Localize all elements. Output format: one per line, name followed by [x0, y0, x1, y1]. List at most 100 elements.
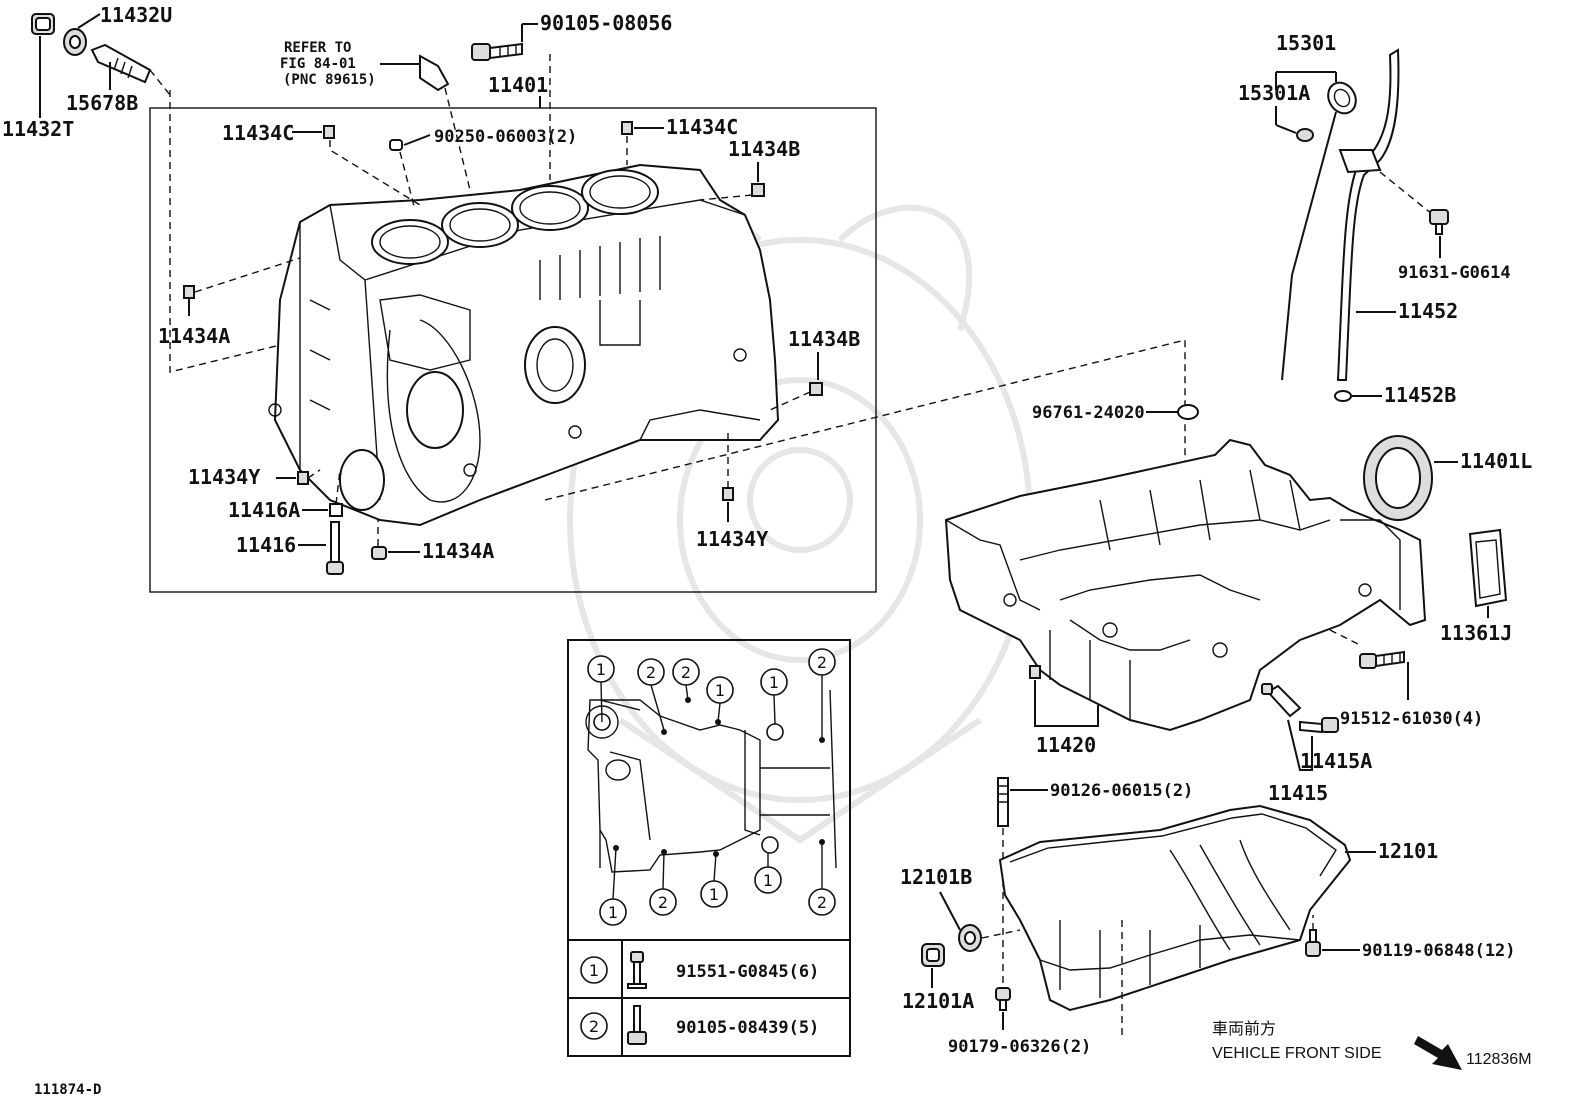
- part-11361J-cover: [1468, 528, 1508, 608]
- label-11432T: 11432T: [2, 117, 74, 141]
- label-91631-G0614: 91631-G0614: [1398, 263, 1511, 283]
- cylinder-block-frame: [149, 107, 877, 593]
- reference-note-line2: FIG 84-01: [280, 56, 356, 72]
- cylinder-block-illustration: [268, 163, 780, 527]
- reference-note: REFER TO FIG 84-01 (PNC 89615): [280, 40, 376, 88]
- svg-text:1: 1: [769, 673, 779, 692]
- label-11415A: 11415A: [1300, 749, 1372, 773]
- label-11432U: 11432U: [100, 3, 172, 27]
- part-90126-06015-stud: [997, 777, 1009, 827]
- part-11432U-gasket: [63, 28, 87, 56]
- svg-text:1: 1: [596, 660, 606, 679]
- part-11416-stud: [326, 521, 344, 575]
- label-15678B: 15678B: [66, 91, 138, 115]
- label-11434B-top: 11434B: [728, 137, 800, 161]
- label-11434A-left: 11434A: [158, 324, 230, 348]
- reference-note-line3: (PNC 89615): [283, 72, 376, 88]
- label-11452: 11452: [1398, 299, 1458, 323]
- orientation-japanese: 車両前方: [1212, 1020, 1276, 1038]
- legend-bolt-90105-08439: [627, 1005, 647, 1045]
- label-11434A-bottom: 11434A: [422, 539, 494, 563]
- label-11434Y-bottom: 11434Y: [696, 527, 768, 551]
- label-90126-06015: 90126-06015(2): [1050, 781, 1193, 801]
- part-11452B-oring: [1334, 390, 1352, 402]
- part-11401L-oil-seal: [1363, 435, 1433, 521]
- part-90250-06003-pin: [389, 139, 403, 151]
- bolt-pattern-inset: 1 2 2 1 1 2 1 2 1 1 2 1: [567, 639, 851, 1057]
- svg-text:2: 2: [658, 893, 668, 912]
- label-11416A: 11416A: [228, 498, 300, 522]
- svg-text:1: 1: [589, 961, 599, 980]
- part-12101A-drain-plug: [921, 943, 945, 967]
- label-11452B: 11452B: [1384, 383, 1456, 407]
- part-91631-G0614-bolt: [1429, 209, 1449, 235]
- label-12101: 12101: [1378, 839, 1438, 863]
- part-11415-union: [1261, 683, 1302, 718]
- label-11415: 11415: [1268, 781, 1328, 805]
- label-96761-24020: 96761-24020: [1032, 403, 1145, 423]
- part-11416A-washer: [329, 503, 343, 517]
- label-11434C-right: 11434C: [666, 115, 738, 139]
- label-12101B: 12101B: [900, 865, 972, 889]
- part-11434Y-left-plug: [297, 471, 309, 485]
- label-90179-06326: 90179-06326(2): [948, 1037, 1091, 1057]
- part-11434C-left-plug: [323, 125, 335, 139]
- part-11434A-bottom-plug: [371, 546, 387, 560]
- part-11452-guide: [1336, 48, 1400, 381]
- part-96761-24020-oring: [1177, 404, 1199, 420]
- part-11415A-plug: [1299, 717, 1339, 734]
- label-11361J: 11361J: [1440, 621, 1512, 645]
- label-91512-61030: 91512-61030(4): [1340, 709, 1483, 729]
- svg-text:1: 1: [709, 885, 719, 904]
- part-91512-61030-bolt: [1359, 650, 1405, 669]
- label-15301: 15301: [1276, 31, 1336, 55]
- part-11432T-plug: [31, 13, 55, 35]
- diagram-code: 111874-D: [34, 1082, 101, 1098]
- part-90179-06326-nut: [995, 987, 1011, 1011]
- part-90105-08056-bolt: [471, 42, 523, 61]
- svg-text:2: 2: [817, 893, 827, 912]
- svg-text:1: 1: [763, 871, 773, 890]
- part-15678B-union: [90, 43, 152, 84]
- svg-text:2: 2: [589, 1017, 599, 1036]
- label-11401L: 11401L: [1460, 449, 1532, 473]
- reference-note-line1: REFER TO: [284, 40, 351, 56]
- part-12101-oil-pan: [998, 804, 1352, 1012]
- part-oil-pressure-sensor: [419, 54, 450, 92]
- legend-marker-2: [580, 1012, 608, 1040]
- part-11434B-mid-plug: [809, 382, 823, 396]
- legend-bolt-91551-G0845: [627, 951, 647, 989]
- label-12101A: 12101A: [902, 989, 974, 1013]
- part-11420-oil-pan-upper: [944, 438, 1427, 732]
- label-90105-08056: 90105-08056: [540, 11, 672, 35]
- part-11420-plug: [1029, 665, 1041, 679]
- label-11420: 11420: [1036, 733, 1096, 757]
- svg-text:2: 2: [646, 663, 656, 682]
- label-11434Y-left: 11434Y: [188, 465, 260, 489]
- part-11434C-right-plug: [621, 121, 633, 135]
- label-11416: 11416: [236, 533, 296, 557]
- legend-label-91551-G0845: 91551-G0845(6): [676, 962, 819, 982]
- legend-marker-1: [580, 956, 608, 984]
- label-90119-06848: 90119-06848(12): [1362, 941, 1516, 961]
- part-11434B-top-plug: [751, 183, 765, 197]
- label-11434C-left: 11434C: [222, 121, 294, 145]
- part-15301A-oring: [1296, 128, 1314, 142]
- part-90119-06848-bolt: [1305, 929, 1321, 957]
- label-11401: 11401: [488, 73, 548, 97]
- part-11434Y-bottom-plug: [722, 487, 734, 501]
- svg-text:2: 2: [817, 653, 827, 672]
- part-12101B-gasket: [958, 924, 982, 952]
- svg-text:1: 1: [715, 681, 725, 700]
- label-15301A: 15301A: [1238, 81, 1310, 105]
- label-11434B-mid: 11434B: [788, 327, 860, 351]
- orientation-english: VEHICLE FRONT SIDE: [1212, 1045, 1382, 1062]
- figure-code: 112836M: [1466, 1051, 1532, 1068]
- svg-text:2: 2: [681, 663, 691, 682]
- label-90250-06003: 90250-06003(2): [434, 127, 577, 147]
- front-direction-arrow-icon: [1414, 1036, 1462, 1070]
- part-11434A-left-plug: [183, 285, 195, 299]
- part-15301-dipstick: [1281, 81, 1357, 381]
- svg-text:1: 1: [608, 903, 618, 922]
